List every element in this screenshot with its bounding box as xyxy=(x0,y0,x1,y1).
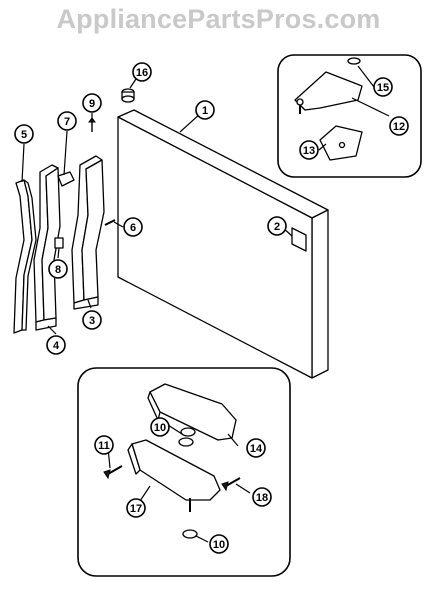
callout-17: 17 xyxy=(126,498,146,518)
callout-label: 8 xyxy=(55,264,61,276)
callout-label: 3 xyxy=(89,315,95,327)
callout-label: 1 xyxy=(202,105,208,117)
door-plug xyxy=(121,88,135,103)
door-panel xyxy=(117,109,329,379)
callout-label: 14 xyxy=(250,443,263,455)
callout-4: 4 xyxy=(46,335,66,355)
door-pin xyxy=(104,219,116,226)
callout-label: 12 xyxy=(393,121,405,133)
watermark-text: AppliancePartsPros.com xyxy=(56,4,381,34)
callout-label: 5 xyxy=(21,129,27,141)
callout-6: 6 xyxy=(123,217,143,237)
callout-label: 15 xyxy=(377,82,389,94)
door-bracket-right xyxy=(71,155,105,310)
callout-18: 18 xyxy=(252,487,272,507)
callout-15: 15 xyxy=(373,77,393,97)
door-label-plate xyxy=(291,227,307,252)
door-bracket-left xyxy=(33,164,61,331)
callout-label: 4 xyxy=(53,340,60,352)
callout-14: 14 xyxy=(246,438,266,458)
callout-11: 11 xyxy=(94,435,114,455)
leader-lines xyxy=(21,65,390,543)
callout-13: 13 xyxy=(299,140,319,160)
inset-hinge-bottom xyxy=(77,367,291,577)
door-trim-strip xyxy=(13,179,37,334)
callout-12: 12 xyxy=(389,116,409,136)
callout-16: 16 xyxy=(132,62,152,82)
callout-label: 17 xyxy=(130,503,142,515)
callout-label: 16 xyxy=(136,67,148,79)
callout-10-upper: 10 xyxy=(150,417,170,437)
top-hinge-plate xyxy=(57,171,75,187)
callout-1: 1 xyxy=(195,100,215,120)
callout-label: 13 xyxy=(303,145,315,157)
door-screw xyxy=(88,117,96,132)
callout-7: 7 xyxy=(57,111,77,131)
callout-10-lower: 10 xyxy=(209,534,229,554)
callout-9: 9 xyxy=(82,93,102,113)
callout-label: 10 xyxy=(213,539,225,551)
callout-5: 5 xyxy=(14,124,34,144)
callout-label: 11 xyxy=(98,440,110,452)
inset-hinge-top xyxy=(277,54,422,178)
callout-label: 6 xyxy=(130,222,136,234)
callout-3: 3 xyxy=(82,310,102,330)
callout-2: 2 xyxy=(267,216,287,236)
callout-label: 2 xyxy=(274,221,280,233)
callout-8: 8 xyxy=(48,259,68,279)
door-clip xyxy=(54,237,64,249)
callout-label: 18 xyxy=(256,492,268,504)
callout-label: 10 xyxy=(154,422,166,434)
callout-label: 7 xyxy=(64,116,70,128)
callout-label: 9 xyxy=(89,98,95,110)
